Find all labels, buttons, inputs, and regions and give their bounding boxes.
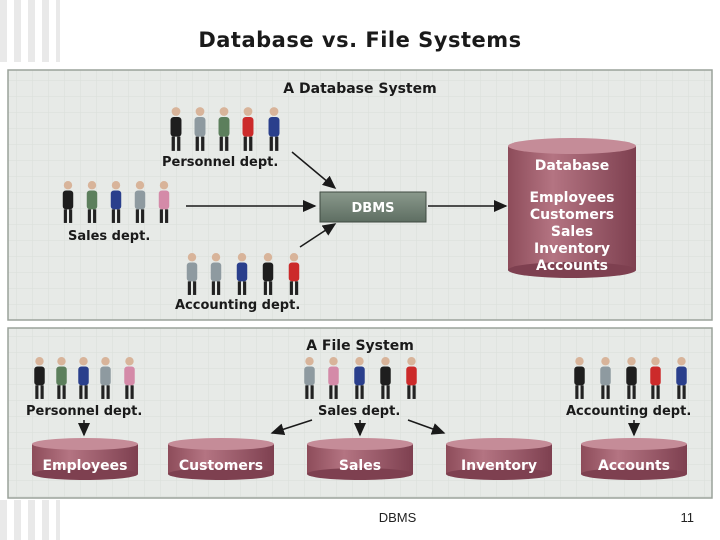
database-item: Customers bbox=[530, 207, 614, 223]
file-cylinder-employees: Employees bbox=[32, 438, 138, 480]
db-personnel-label: Personnel dept. bbox=[162, 155, 278, 170]
slide-title: Database vs. File Systems bbox=[198, 28, 522, 52]
file-cylinder-sales: Sales bbox=[307, 438, 413, 480]
fs-sales-label: Sales dept. bbox=[318, 404, 400, 419]
decorative-stripes-bottom bbox=[0, 500, 60, 540]
file-label: Accounts bbox=[598, 458, 670, 474]
database-cylinder-icon bbox=[508, 138, 636, 278]
database-item: Inventory bbox=[534, 241, 610, 257]
db-accounting-label: Accounting dept. bbox=[175, 298, 300, 313]
database-system-title: A Database System bbox=[283, 81, 436, 97]
file-label: Inventory bbox=[461, 458, 537, 474]
file-cylinder-inventory: Inventory bbox=[446, 438, 552, 480]
file-label: Sales bbox=[339, 458, 381, 474]
decorative-stripes-top bbox=[0, 0, 60, 62]
footer-text: DBMS bbox=[378, 510, 417, 525]
dbms-box: DBMS bbox=[319, 191, 427, 223]
file-system-panel: A File System Personnel dept. Sales dept… bbox=[7, 327, 713, 499]
file-label: Employees bbox=[42, 458, 127, 474]
arrow bbox=[299, 223, 337, 248]
database-label: Database bbox=[535, 158, 610, 174]
diagram: A Database System Personnel dept. Sales … bbox=[7, 69, 713, 499]
database-system-panel: A Database System Personnel dept. Sales … bbox=[7, 69, 713, 321]
file-cylinder-customers: Customers bbox=[168, 438, 274, 480]
db-sales-label: Sales dept. bbox=[68, 229, 150, 244]
file-cylinder-accounts: Accounts bbox=[581, 438, 687, 480]
arrow bbox=[270, 419, 313, 435]
arrow bbox=[407, 419, 446, 435]
fs-accounting-label: Accounting dept. bbox=[566, 404, 691, 419]
fs-personnel-label: Personnel dept. bbox=[26, 404, 142, 419]
dbms-label: DBMS bbox=[352, 201, 395, 216]
file-label: Customers bbox=[179, 458, 263, 474]
page-number: 11 bbox=[680, 510, 695, 525]
database-item: Accounts bbox=[536, 258, 608, 274]
file-system-title: A File System bbox=[306, 338, 414, 354]
database-item: Employees bbox=[529, 190, 614, 206]
database-item: Sales bbox=[551, 224, 593, 240]
arrow bbox=[291, 151, 337, 189]
